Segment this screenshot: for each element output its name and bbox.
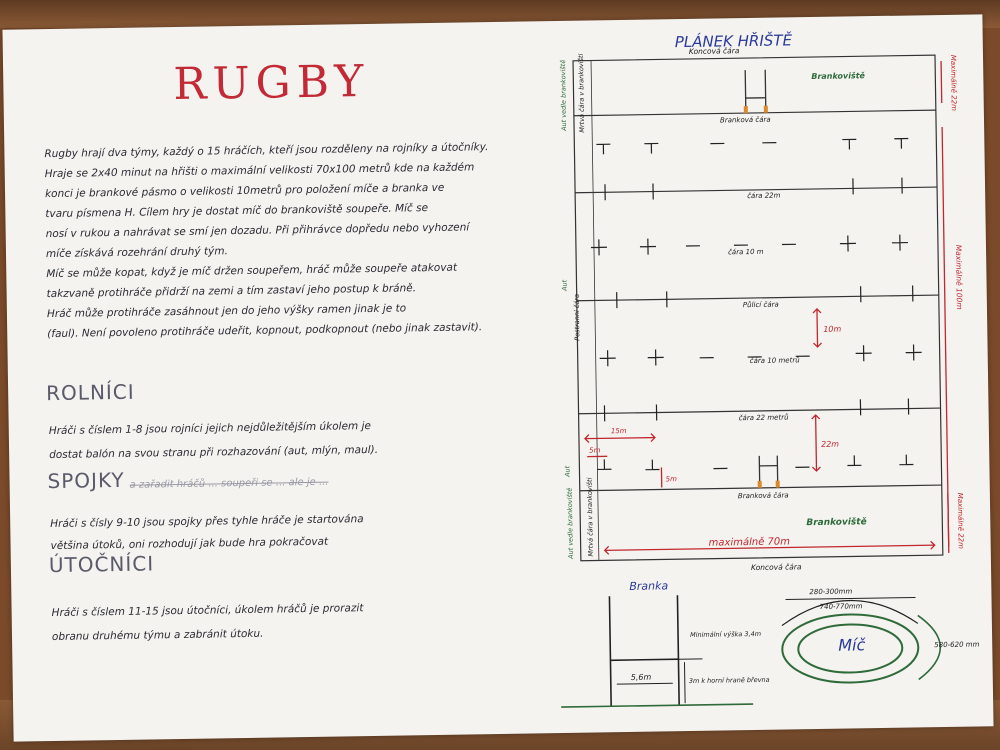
dim-22m: 22m — [821, 440, 839, 449]
line-22-label: čára 22 metrů — [739, 413, 790, 422]
line-22-bottom — [578, 407, 941, 415]
side-label: Postranní čára — [573, 294, 582, 341]
goalpost-heading: Branka — [629, 579, 668, 593]
field-markings — [590, 137, 922, 471]
goal-line-label: Branková čára — [738, 491, 789, 500]
side-label: Aut — [560, 279, 568, 292]
dim-5m: 5m — [666, 475, 678, 483]
dim-width: maximálně 70m — [709, 535, 791, 548]
dim-length: Maximálně 100m — [954, 245, 964, 310]
end-line-label: Koncová čára — [751, 562, 802, 572]
field-heading: PLÁNEK HŘIŠTĚ — [675, 30, 793, 51]
in-goal-label: Brankoviště — [806, 516, 867, 528]
dimension-lines — [584, 60, 950, 555]
half-line-label: Půlicí čára — [743, 301, 779, 310]
bottom-goal-posts — [757, 455, 780, 488]
goalpost-width: 5,6m — [631, 673, 652, 682]
goalpost-crossbar: 3m k horní hraně břevna — [689, 676, 770, 685]
goal-line-label: Branková čára — [720, 116, 771, 125]
poster-sheet: RUGBY Rugby hrají dva týmy, každý o 15 h… — [2, 14, 994, 742]
line-10-label: čára 10 m — [728, 248, 764, 257]
field-diagram: PLÁNEK HŘIŠTĚ Koncová čára Branková čára… — [559, 30, 980, 708]
ball-inner-ellipse — [797, 623, 904, 674]
line-22-label: čára 22m — [747, 192, 781, 201]
dim-top-zone: Maximálně 22m — [949, 55, 958, 111]
dim-15m: 15m — [611, 427, 627, 435]
dim-5m: 5m — [589, 446, 601, 454]
dim-bottom-zone: Maximálně 22m — [956, 493, 965, 549]
ball-length-line — [785, 596, 916, 601]
dim-10m: 10m — [823, 325, 841, 334]
line-22-top — [575, 186, 938, 194]
ball-outer-dim: 280-300mm — [809, 587, 852, 596]
goalpost-drawing — [561, 595, 754, 708]
ball-side-arc — [917, 614, 942, 681]
ball-inner-dim: 740-770mm — [820, 602, 863, 611]
side-label: Mrtvá čára v brankovišti — [577, 53, 586, 132]
touch-line — [590, 60, 600, 561]
end-line-label: Koncová čára — [689, 46, 740, 56]
ball-label: Míč — [838, 635, 867, 654]
in-goal-label: Brankoviště — [811, 70, 865, 81]
ball-outer-ellipse — [781, 613, 920, 684]
goal-line-top — [573, 109, 936, 117]
goalpost-min-height: Minimální výška 3,4m — [690, 630, 761, 639]
half-way-line — [576, 294, 939, 302]
side-label: Aut — [563, 465, 571, 478]
ball-measure-arc — [781, 599, 919, 627]
line-10-label: čára 10 metrů — [750, 356, 801, 365]
field-outline — [572, 54, 944, 562]
side-label: Aut vedle brankoviště — [559, 60, 568, 132]
ball-side-dim: 580-620 mm — [934, 640, 979, 649]
top-goal-posts — [743, 69, 768, 114]
side-label: Mrtvá čára v brankovišti — [586, 477, 595, 556]
side-labels: Aut vedle brankoviště Mrtvá čára v brank… — [559, 53, 595, 560]
side-label: Aut vedle brankoviště — [566, 488, 575, 560]
